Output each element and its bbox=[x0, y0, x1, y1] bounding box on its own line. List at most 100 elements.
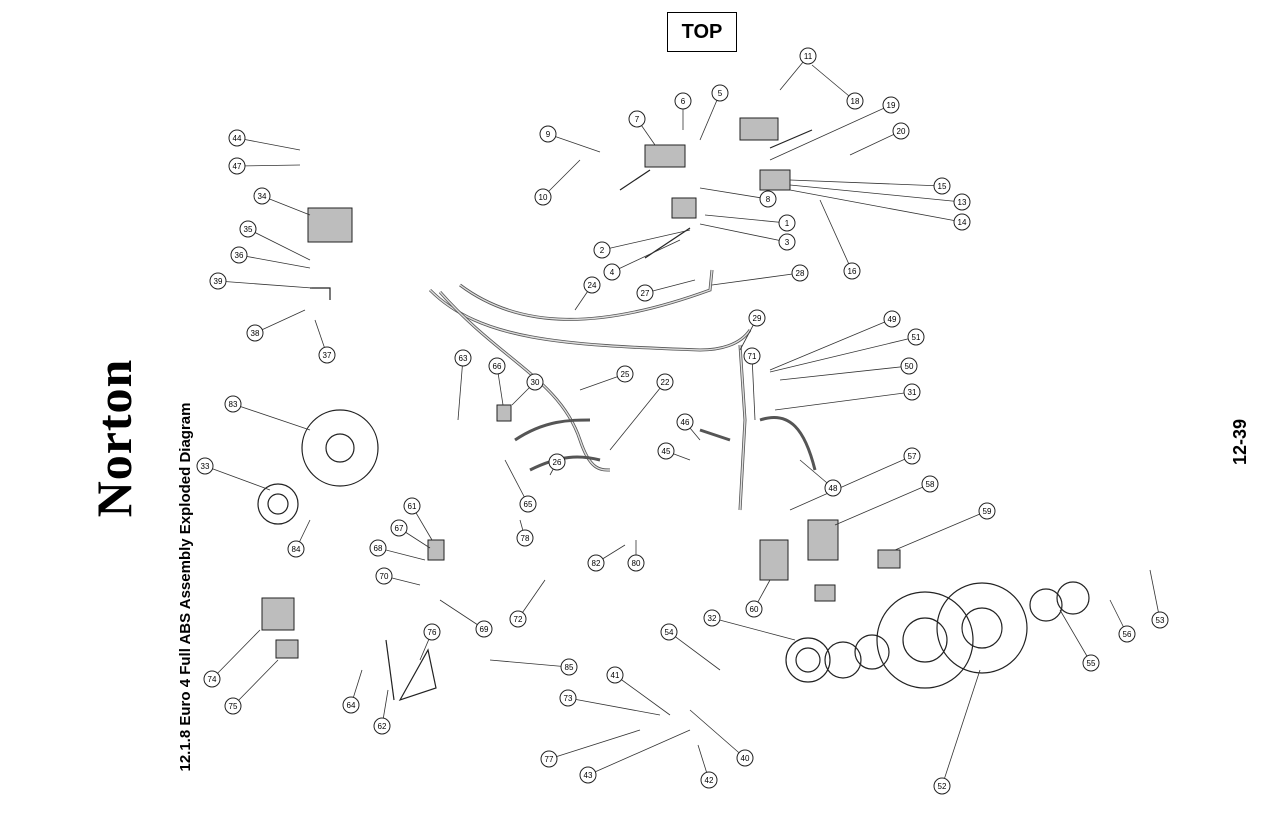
callout-number: 83 bbox=[229, 400, 238, 409]
callout-circle bbox=[519, 495, 537, 513]
front-caliper-left bbox=[759, 539, 789, 581]
callout-circle bbox=[534, 188, 552, 206]
callout-circle bbox=[656, 373, 674, 391]
callout-circle bbox=[636, 284, 654, 302]
front-brake-disc-right bbox=[936, 582, 1028, 674]
lever-bracket bbox=[671, 197, 697, 219]
callout-circle bbox=[375, 567, 393, 585]
callout-circle bbox=[660, 623, 678, 641]
callout-number: 39 bbox=[214, 277, 223, 286]
callout-circle bbox=[239, 220, 257, 238]
abs-tone-ring-rear bbox=[257, 483, 299, 525]
leader-line-5 bbox=[699, 92, 721, 141]
callout-39: 39 bbox=[209, 272, 227, 290]
callout-circle bbox=[1118, 625, 1136, 643]
callout-number: 27 bbox=[641, 289, 650, 298]
callout-5: 5 bbox=[711, 84, 729, 102]
callout-46: 46 bbox=[676, 413, 694, 431]
callout-82: 82 bbox=[587, 554, 605, 572]
callout-number: 51 bbox=[912, 333, 921, 342]
leader-line-38 bbox=[254, 309, 306, 334]
callout-circle bbox=[676, 413, 694, 431]
callout-circle bbox=[287, 540, 305, 558]
callout-circle bbox=[933, 177, 951, 195]
callout-number: 26 bbox=[553, 458, 562, 467]
callout-circle bbox=[846, 92, 864, 110]
callout-number: 24 bbox=[588, 281, 597, 290]
leader-line-58 bbox=[834, 483, 931, 526]
callout-number: 2 bbox=[600, 246, 605, 255]
callout-circle bbox=[903, 383, 921, 401]
footrest-hanger bbox=[398, 648, 437, 702]
leader-line-54 bbox=[668, 631, 721, 671]
callout-18: 18 bbox=[846, 92, 864, 110]
callout-number: 72 bbox=[514, 615, 523, 624]
callout-26: 26 bbox=[548, 453, 566, 471]
callout-number: 74 bbox=[208, 675, 217, 684]
callout-number: 29 bbox=[753, 314, 762, 323]
callout-number: 57 bbox=[908, 452, 917, 461]
callout-circle bbox=[539, 125, 557, 143]
callout-61: 61 bbox=[403, 497, 421, 515]
callout-51: 51 bbox=[907, 328, 925, 346]
callout-number: 28 bbox=[796, 269, 805, 278]
callout-circle bbox=[921, 475, 939, 493]
callout-63: 63 bbox=[454, 349, 472, 367]
callout-circle bbox=[700, 771, 718, 789]
callout-number: 50 bbox=[905, 362, 914, 371]
callout-circle bbox=[224, 697, 242, 715]
callout-number: 78 bbox=[521, 534, 530, 543]
callout-circle bbox=[230, 246, 248, 264]
callout-7: 7 bbox=[628, 110, 646, 128]
callout-11: 11 bbox=[799, 47, 817, 65]
callout-number: 34 bbox=[258, 192, 267, 201]
leader-line-41 bbox=[614, 674, 671, 716]
rear-caliper bbox=[261, 597, 295, 631]
callout-number: 59 bbox=[983, 507, 992, 516]
callout-42: 42 bbox=[700, 771, 718, 789]
callout-number: 60 bbox=[750, 605, 759, 614]
callout-circle bbox=[488, 357, 506, 375]
callout-number: 15 bbox=[938, 182, 947, 191]
part-drawings bbox=[257, 117, 1090, 702]
callout-number: 3 bbox=[785, 238, 790, 247]
callout-number: 13 bbox=[958, 198, 967, 207]
callout-circle bbox=[246, 324, 264, 342]
callout-circle bbox=[548, 453, 566, 471]
leader-line-50 bbox=[779, 365, 910, 381]
callout-number: 30 bbox=[531, 378, 540, 387]
callout-circle bbox=[318, 346, 336, 364]
leader-line-2 bbox=[601, 229, 691, 251]
callout-circle bbox=[953, 193, 971, 211]
leader-line-63 bbox=[457, 357, 464, 421]
callout-10: 10 bbox=[534, 188, 552, 206]
callout-circle bbox=[209, 272, 227, 290]
callout-circle bbox=[743, 347, 761, 365]
leader-line-33 bbox=[204, 465, 271, 491]
rear-brake-disc bbox=[301, 409, 379, 487]
callout-number: 62 bbox=[378, 722, 387, 731]
callout-16: 16 bbox=[843, 262, 861, 280]
leader-line-3 bbox=[699, 223, 788, 243]
callout-circle bbox=[628, 110, 646, 128]
callout-circle bbox=[593, 241, 611, 259]
callout-73: 73 bbox=[559, 689, 577, 707]
leader-line-8 bbox=[699, 187, 769, 200]
callout-58: 58 bbox=[921, 475, 939, 493]
callout-number: 31 bbox=[908, 388, 917, 397]
callout-83: 83 bbox=[224, 395, 242, 413]
callout-44: 44 bbox=[228, 129, 246, 147]
callout-15: 15 bbox=[933, 177, 951, 195]
brake-lever bbox=[619, 169, 651, 191]
callout-65: 65 bbox=[519, 495, 537, 513]
leader-line-1 bbox=[704, 214, 788, 224]
heel-guard bbox=[385, 639, 395, 701]
callout-67: 67 bbox=[390, 519, 408, 537]
callout-number: 47 bbox=[233, 162, 242, 171]
callout-2: 2 bbox=[593, 241, 611, 259]
callout-circle bbox=[907, 328, 925, 346]
callout-76: 76 bbox=[423, 623, 441, 641]
callout-50: 50 bbox=[900, 357, 918, 375]
leader-line-59 bbox=[894, 510, 988, 551]
callout-number: 45 bbox=[662, 447, 671, 456]
